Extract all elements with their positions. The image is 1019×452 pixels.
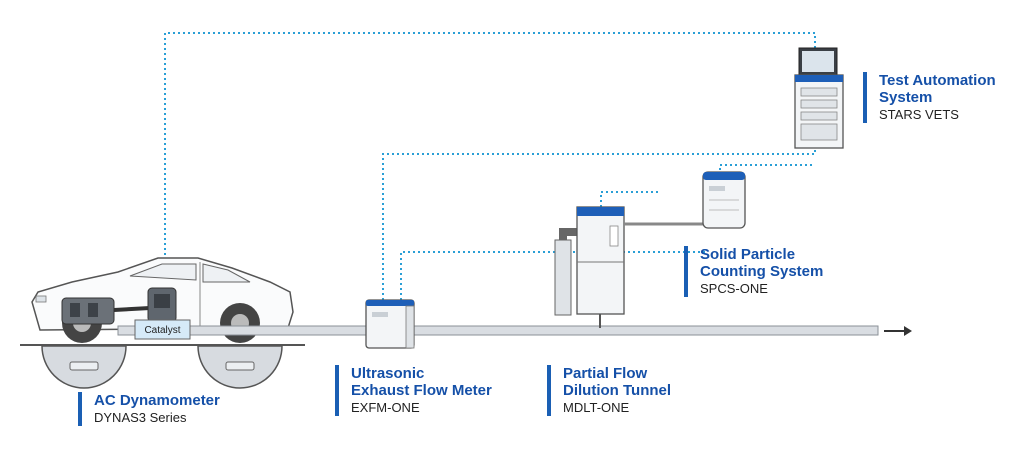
exhaust-pipe <box>117 325 879 336</box>
label-dilution-tunnel: Partial Flow Dilution Tunnel MDLT-ONE <box>547 365 671 416</box>
signal-line-flow-meter-inner <box>400 251 705 305</box>
label-particle-counter: Solid Particle Counting System SPCS-ONE <box>684 246 823 297</box>
dynamometer-roller <box>41 345 283 389</box>
label-flow-meter-title-1: Ultrasonic <box>351 365 425 382</box>
label-automation: Test Automation System STARS VETS <box>863 72 996 123</box>
label-flow-meter-title-2: Exhaust Flow Meter <box>351 382 492 399</box>
label-dynamometer-subtitle: DYNAS3 Series <box>94 410 187 425</box>
signal-line-flow-meter-outer <box>382 145 816 305</box>
label-flow-meter: Ultrasonic Exhaust Flow Meter EXFM-ONE <box>335 365 492 416</box>
dilution-tunnel <box>554 206 705 328</box>
label-dilution-tunnel-title-1: Partial Flow <box>563 365 648 382</box>
particle-counter <box>702 171 746 229</box>
label-automation-subtitle: STARS VETS <box>879 107 959 122</box>
drivetrain <box>61 287 177 325</box>
label-dynamometer-title: AC Dynamometer <box>94 392 220 409</box>
label-particle-counter-subtitle: SPCS-ONE <box>700 281 768 296</box>
signal-line-dynamometer <box>164 32 816 300</box>
flow-arrow-icon <box>884 326 912 336</box>
label-automation-title-2: System <box>879 89 933 106</box>
label-particle-counter-title-1: Solid Particle <box>700 246 796 263</box>
label-dilution-tunnel-subtitle: MDLT-ONE <box>563 400 630 415</box>
label-dilution-tunnel-title-2: Dilution Tunnel <box>563 382 672 399</box>
label-particle-counter-title-2: Counting System <box>700 263 824 280</box>
signal-line-particle-counter <box>719 164 815 170</box>
catalyst-box: Catalyst <box>134 319 191 340</box>
automation-rack <box>794 47 844 149</box>
catalyst-label: Catalyst <box>144 325 180 336</box>
exhaust-flow-meter <box>365 299 415 349</box>
label-flow-meter-subtitle: EXFM-ONE <box>351 400 420 415</box>
label-automation-title-1: Test Automation <box>879 72 996 89</box>
signal-line-dilution-tunnel <box>600 191 660 207</box>
label-dynamometer: AC Dynamometer DYNAS3 Series <box>78 392 220 426</box>
